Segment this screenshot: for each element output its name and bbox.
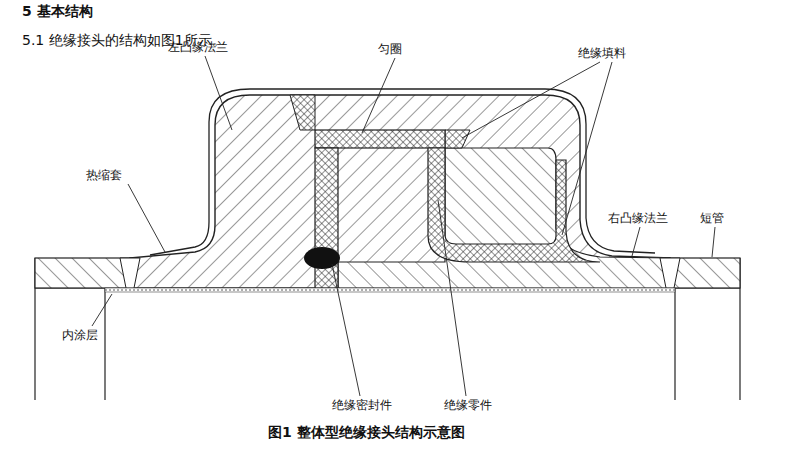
part-label: 匀圈	[378, 42, 402, 56]
part-label: 左凸缘法兰	[168, 40, 228, 54]
figure-caption: 图1 整体型绝缘接头结构示意图	[268, 424, 465, 441]
part-label: 绝缘密封件	[332, 398, 392, 412]
part-label: 短管	[700, 211, 724, 225]
right-flange	[338, 148, 670, 288]
part-label: 绝缘零件	[444, 398, 492, 412]
section-heading: 5 基本结构	[22, 3, 93, 20]
inner-coating	[105, 288, 675, 292]
insulating-filler	[445, 130, 470, 148]
leader-lines	[92, 56, 715, 396]
ring	[315, 130, 445, 148]
part-label: 内涂层	[62, 328, 98, 342]
seal-ring	[304, 247, 340, 269]
weld-bevel	[120, 258, 140, 288]
weld-bevel	[660, 258, 680, 288]
insulating-filler	[290, 95, 315, 130]
part-label: 右凸缘法兰	[608, 211, 668, 225]
part-label: 绝缘填料	[578, 46, 626, 60]
short-pipe-left	[35, 258, 135, 288]
left-flange	[130, 95, 670, 288]
insulating-part	[428, 148, 600, 262]
part-label: 热缩套	[86, 168, 122, 182]
